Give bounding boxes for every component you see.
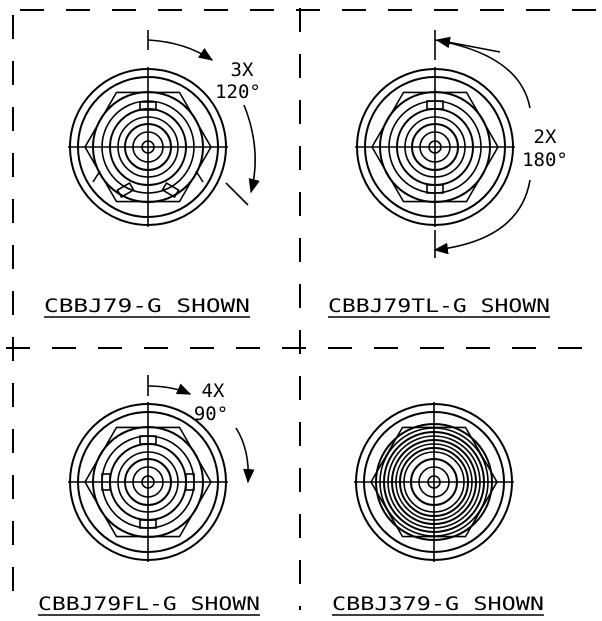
view-caption-1: CBBJ79-G SHOWN xyxy=(44,295,250,317)
connector-view-2 xyxy=(355,67,515,227)
connector-view-4 xyxy=(354,402,514,562)
rotation-callout-3: 4X 90° xyxy=(147,375,255,484)
callout-angle-1: 120° xyxy=(215,81,261,103)
callout-angle-3: 90° xyxy=(194,403,228,425)
view-caption-2: CBBJ79TL-G SHOWN xyxy=(328,295,550,317)
callout-angle-2: 180° xyxy=(522,149,568,171)
sheet-frame xyxy=(6,8,600,610)
rotation-callout-2: 2X 180° xyxy=(433,30,568,258)
view-caption-3: CBBJ79FL-G SHOWN xyxy=(38,593,260,615)
connector-view-1 xyxy=(68,67,228,227)
callout-count-2: 2X xyxy=(534,126,557,148)
callout-count-3: 4X xyxy=(202,380,225,402)
callout-count-1: 3X xyxy=(231,59,254,81)
rotation-callout-1: 3X 120° xyxy=(147,30,261,206)
view-caption-4: CBBJ379-G SHOWN xyxy=(332,593,544,615)
connector-view-3 xyxy=(68,402,228,562)
